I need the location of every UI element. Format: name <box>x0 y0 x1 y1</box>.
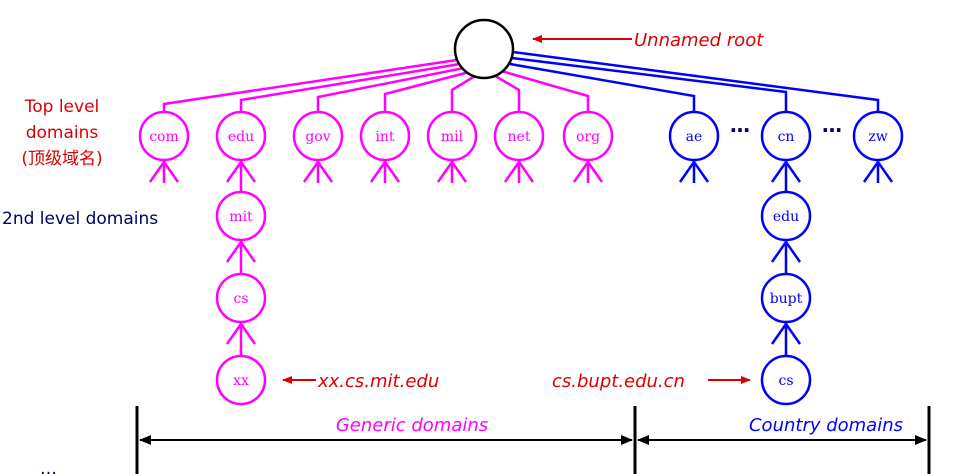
connector-zw <box>512 50 880 113</box>
fork-zw <box>862 160 894 183</box>
label-mit: mit <box>229 209 253 225</box>
root-node <box>453 18 515 80</box>
country-fork-stubs <box>678 160 894 192</box>
country-tld-labels: ae cn zw <box>686 129 888 145</box>
country-example-label: cs.bupt.edu.cn <box>552 371 685 392</box>
tld-label-mil: mil <box>441 129 464 145</box>
generic-tld-labels: com edu gov int mil net org <box>149 129 600 145</box>
generic-range-label: Generic domains <box>336 415 488 436</box>
node-xx <box>215 354 267 406</box>
country-connectors <box>509 50 880 113</box>
fork-mit <box>225 240 257 274</box>
fork-org <box>572 160 604 183</box>
country-chain-labels: edu bupt cs <box>770 209 803 389</box>
generic-connectors <box>162 56 590 113</box>
tld-label-ae: ae <box>686 129 703 145</box>
label-bupt: bupt <box>770 291 803 307</box>
top-level-line3: (顶级域名) <box>21 149 102 169</box>
generic-tld-nodes <box>138 110 614 162</box>
fork-edu <box>225 160 257 192</box>
connector-net <box>491 72 521 113</box>
range-bars <box>135 406 931 474</box>
tld-label-int: int <box>375 129 394 145</box>
generic-fork-stubs <box>148 160 604 192</box>
top-level-line2: domains <box>26 123 99 143</box>
tld-label-com: com <box>149 129 179 145</box>
top-level-line1: Top level <box>24 97 100 117</box>
label-edu-cn: edu <box>773 209 799 225</box>
fork-mil <box>436 160 468 183</box>
node-cs-country <box>760 354 812 406</box>
side-labels: Top level domains (顶级域名) 2nd level domai… <box>2 97 158 474</box>
tld-label-net: net <box>508 129 531 145</box>
generic-chain <box>215 190 267 406</box>
fork-gov <box>302 160 334 183</box>
tld-label-cn: cn <box>778 129 795 145</box>
connector-com <box>162 56 471 113</box>
fork-ae <box>678 160 710 183</box>
generic-example-label: xx.cs.mit.edu <box>317 371 439 392</box>
tld-label-gov: gov <box>305 129 330 145</box>
fork-cs-generic <box>225 322 257 356</box>
tld-label-zw: zw <box>868 129 887 145</box>
connector-ae <box>509 62 696 113</box>
label-cs-country: cs <box>778 373 793 389</box>
label-cs-generic: cs <box>233 291 248 307</box>
connector-int <box>383 68 478 113</box>
bottom-partial-label: … <box>40 459 57 474</box>
country-chain <box>760 190 812 406</box>
connector-mil <box>450 71 481 113</box>
fork-com <box>148 160 180 183</box>
fork-cn <box>770 160 802 192</box>
label-xx: xx <box>233 373 249 389</box>
ellipsis-ae-cn: … <box>730 113 750 137</box>
country-range-label: Country domains <box>749 415 903 436</box>
generic-chain-labels: mit cs xx <box>229 209 253 389</box>
fork-bupt <box>770 322 802 356</box>
fork-edu-cn <box>770 240 802 274</box>
connector-org <box>497 68 590 113</box>
fork-net <box>503 160 535 183</box>
second-level-label: 2nd level domains <box>2 209 158 229</box>
connector-gov <box>316 64 475 113</box>
tld-label-org: org <box>576 129 600 145</box>
root-label: Unnamed root <box>634 30 764 51</box>
tld-label-edu: edu <box>228 129 254 145</box>
fork-int <box>369 160 401 183</box>
ellipsis-cn-zw: … <box>822 113 842 137</box>
connector-cn <box>511 56 788 113</box>
connector-edu <box>239 60 473 113</box>
country-tld-nodes <box>668 110 904 162</box>
